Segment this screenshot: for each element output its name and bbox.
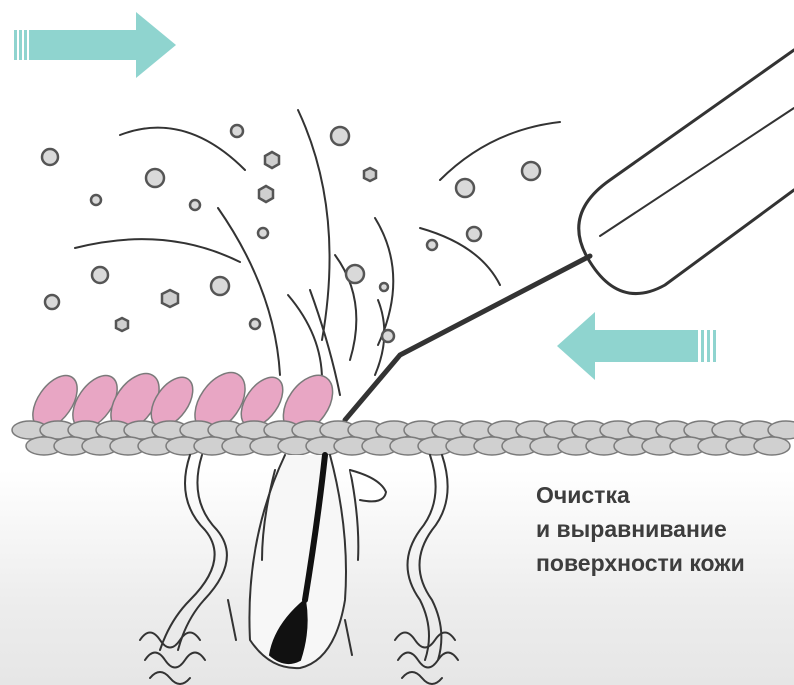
epidermis-cell [754, 437, 790, 455]
ultrasonic-spatula-icon [345, 50, 794, 420]
epidermis-layer [12, 421, 794, 455]
caption-line-1: Очистка [536, 478, 745, 512]
arrow-right-icon [14, 12, 176, 78]
caption-line-2: и выравнивание [536, 512, 745, 546]
debris-spray-lines [75, 110, 560, 395]
caption: Очистка и выравнивание поверхности кожи [536, 478, 745, 580]
caption-line-3: поверхности кожи [536, 546, 745, 580]
arrow-left-icon [557, 312, 716, 380]
hair-follicle [228, 455, 386, 668]
